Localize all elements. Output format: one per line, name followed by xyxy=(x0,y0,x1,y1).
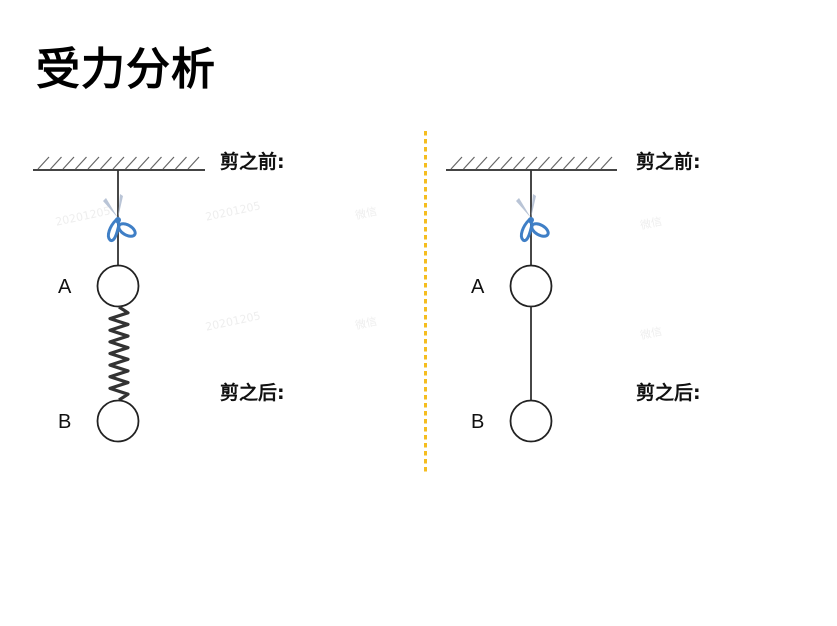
ceiling-hatch xyxy=(63,157,74,169)
scissors-icon[interactable] xyxy=(516,194,550,241)
ceiling-hatch xyxy=(38,157,49,169)
ceiling-hatch xyxy=(551,157,562,169)
left-ceiling xyxy=(33,157,205,170)
right-ball-a xyxy=(511,266,552,307)
ceiling-hatch xyxy=(76,157,87,169)
ceiling-hatch xyxy=(489,157,500,169)
ceiling-hatch xyxy=(101,157,112,169)
ceiling-hatch xyxy=(601,157,612,169)
left-after-label: 剪之后: xyxy=(220,384,285,403)
ceiling-hatch xyxy=(151,157,162,169)
left-ball-b xyxy=(98,401,139,442)
ceiling-hatch xyxy=(514,157,525,169)
ceiling-hatch xyxy=(163,157,174,169)
right-ceiling xyxy=(446,157,617,170)
scissors-icon[interactable] xyxy=(103,194,137,241)
ceiling-hatch xyxy=(564,157,575,169)
ceiling-hatch xyxy=(126,157,137,169)
left-ball-a xyxy=(98,266,139,307)
ceiling-hatch xyxy=(526,157,537,169)
ceiling-hatch xyxy=(539,157,550,169)
ceiling-hatch xyxy=(576,157,587,169)
ceiling-hatch xyxy=(451,157,462,169)
right-before-label: 剪之前: xyxy=(636,153,701,172)
ceiling-hatch xyxy=(138,157,149,169)
ceiling-hatch xyxy=(51,157,62,169)
left-spring xyxy=(110,307,128,400)
right-after-label: 剪之后: xyxy=(636,384,701,403)
left-ball-b-label: B xyxy=(58,412,71,432)
ceiling-hatch xyxy=(176,157,187,169)
left-ball-a-label: A xyxy=(58,277,71,297)
ceiling-hatch xyxy=(188,157,199,169)
ceiling-hatch xyxy=(589,157,600,169)
right-ball-b-label: B xyxy=(471,412,484,432)
dashed-divider xyxy=(424,131,427,473)
right-ball-a-label: A xyxy=(471,277,484,297)
ceiling-hatch xyxy=(476,157,487,169)
ceiling-hatch xyxy=(113,157,124,169)
ceiling-hatch xyxy=(501,157,512,169)
ceiling-hatch xyxy=(88,157,99,169)
right-ball-b xyxy=(511,401,552,442)
left-before-label: 剪之前: xyxy=(220,153,285,172)
ceiling-hatch xyxy=(464,157,475,169)
